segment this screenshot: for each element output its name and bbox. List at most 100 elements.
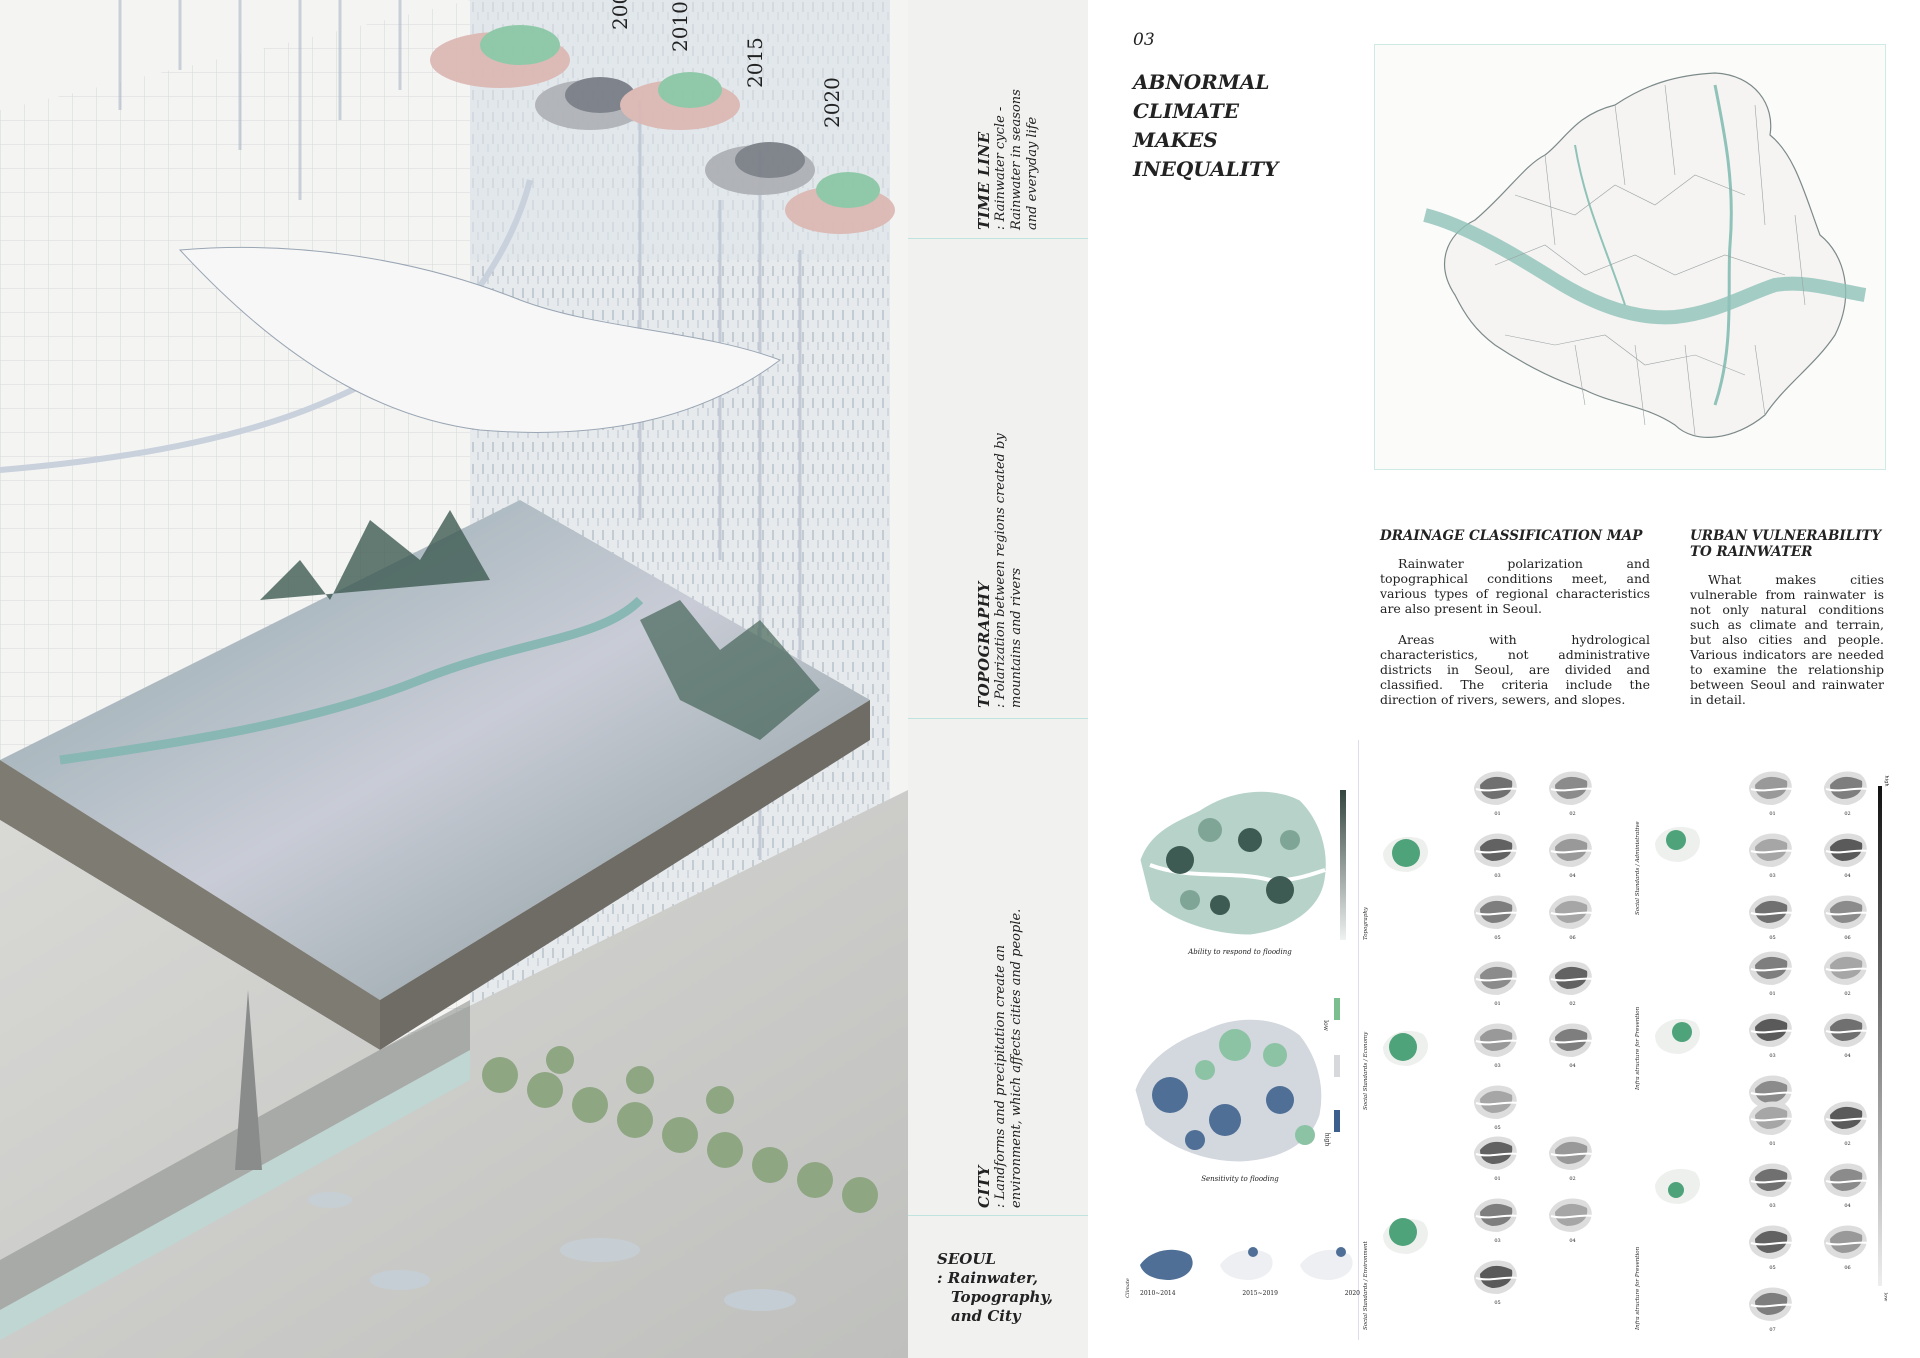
thumbnail-map xyxy=(1749,895,1794,929)
divider xyxy=(1358,740,1359,1340)
index-thumbnail: 04 xyxy=(1820,827,1875,879)
thumbnail-map xyxy=(1749,1287,1794,1321)
ability-map xyxy=(1139,790,1327,936)
group-label: Social Standards / Environment xyxy=(1363,1241,1369,1330)
vulnerability-paragraph: What makes cities vulnerable from rainwa… xyxy=(1690,572,1884,707)
climate-year: 2020 xyxy=(1344,1290,1360,1297)
climate-years: 2010~2014 2015~2019 2020 xyxy=(1140,1290,1360,1297)
index-thumbnail: 03 xyxy=(1470,1017,1525,1069)
index-thumbnail: 02 xyxy=(1820,945,1875,997)
thumbnail-map xyxy=(1824,951,1869,985)
index-thumbnail: 02 xyxy=(1545,765,1600,817)
thumbnail-number: 02 xyxy=(1569,811,1576,817)
thumbnail-number: 02 xyxy=(1569,1176,1576,1182)
thumbnail-map xyxy=(1749,771,1794,805)
thumbnail-number: 04 xyxy=(1569,873,1576,879)
thumbnail-number: 04 xyxy=(1569,1063,1576,1069)
thumbnail-map xyxy=(1549,1198,1594,1232)
thumbnail-number: 07 xyxy=(1769,1327,1776,1333)
seoul-title: SEOUL xyxy=(937,1250,996,1268)
thumbnail-map xyxy=(1749,1013,1794,1047)
legend-high: high xyxy=(1323,1132,1331,1147)
ability-scale xyxy=(1340,790,1346,940)
climate-year: 2015~2019 xyxy=(1242,1290,1278,1297)
index-thumbnail: 01 xyxy=(1470,955,1525,1007)
thumbnail-map xyxy=(1549,833,1594,867)
index-map-green xyxy=(1655,1018,1700,1054)
isometric-artwork xyxy=(0,0,908,1358)
index-thumbnail: 03 xyxy=(1470,1192,1525,1244)
thumbnail-number: 05 xyxy=(1769,1265,1776,1271)
thumbnail-map xyxy=(1549,961,1594,995)
thumbnail-number: 05 xyxy=(1769,935,1776,941)
climate-year: 2010~2014 xyxy=(1140,1290,1176,1297)
thumbnail-number: 06 xyxy=(1844,935,1851,941)
thumbnail-map xyxy=(1824,1013,1869,1047)
section-subtitle: mountains and rivers xyxy=(1009,567,1024,708)
thumbnail-map xyxy=(1474,833,1519,867)
page-number: 03 xyxy=(1133,30,1155,50)
index-thumbnail: 03 xyxy=(1470,827,1525,879)
thumbnail-number: 04 xyxy=(1844,1053,1851,1059)
year-label: 2005 xyxy=(608,0,632,30)
thumbnail-number: 06 xyxy=(1844,1265,1851,1271)
group-label: Social Standards / Economy xyxy=(1363,1031,1369,1110)
drainage-section: DRAINAGE CLASSIFICATION MAP Rainwater po… xyxy=(1380,528,1650,723)
year-label: 2010 xyxy=(668,1,692,52)
thumbnail-number: 03 xyxy=(1769,1053,1776,1059)
seoul-subtitle: and City xyxy=(951,1307,1021,1325)
thumbnail-map xyxy=(1749,833,1794,867)
seoul-subtitle: Topography, xyxy=(951,1288,1053,1306)
thumbnail-map xyxy=(1824,1225,1869,1259)
thumbnail-map xyxy=(1549,771,1594,805)
thumbnail-map xyxy=(1549,1023,1594,1057)
index-thumbnail: 04 xyxy=(1820,1007,1875,1059)
index-map-green xyxy=(1383,1218,1428,1254)
section-title: TIME LINE xyxy=(975,131,993,230)
thumbnail-number: 03 xyxy=(1494,1238,1501,1244)
thumbnail-map xyxy=(1824,833,1869,867)
thumbnail-map xyxy=(1474,1085,1519,1119)
index-thumbnail: 06 xyxy=(1820,889,1875,941)
index-thumbnail: 04 xyxy=(1820,1157,1875,1209)
thumbnail-map xyxy=(1749,1101,1794,1135)
thumbnail-number: 03 xyxy=(1769,873,1776,879)
thumbnail-number: 03 xyxy=(1769,1203,1776,1209)
sensitivity-map xyxy=(1134,1018,1323,1163)
group-label: Topography xyxy=(1363,907,1369,940)
section-subtitle: : Landforms and precipitation create an xyxy=(993,944,1008,1208)
index-map-green xyxy=(1655,826,1700,862)
thumbnail-map xyxy=(1549,1136,1594,1170)
thumbnail-number: 03 xyxy=(1494,1063,1501,1069)
index-thumbnail: 02 xyxy=(1545,955,1600,1007)
index-thumbnail: 07 xyxy=(1745,1281,1800,1333)
divider xyxy=(908,238,1088,239)
thumbnail-number: 04 xyxy=(1844,1203,1851,1209)
thumbnail-map xyxy=(1749,951,1794,985)
vulnerability-section: URBAN VULNERABILITY TO RAINWATER What ma… xyxy=(1690,528,1884,723)
thumbnail-number: 02 xyxy=(1569,1001,1576,1007)
thumbnail-map xyxy=(1549,895,1594,929)
legend-low: low xyxy=(1321,1020,1329,1031)
thumbnail-number: 01 xyxy=(1769,991,1776,997)
index-thumbnail: 02 xyxy=(1820,765,1875,817)
thumbnail-map xyxy=(1474,1198,1519,1232)
section-city: CITY : Landforms and precipitation creat… xyxy=(975,909,1025,1208)
year-label: 2015 xyxy=(743,37,767,88)
legend-high-swatch xyxy=(1334,1110,1340,1132)
group-label: Infra structure for Prevention xyxy=(1635,1246,1641,1330)
group-label: Social Standards / Administrative xyxy=(1635,821,1641,915)
thumbnail-map xyxy=(1749,1225,1794,1259)
drainage-map xyxy=(1374,44,1886,470)
thumbnail-number: 04 xyxy=(1844,873,1851,879)
index-map-green xyxy=(1383,1030,1428,1066)
index-thumbnail: 03 xyxy=(1745,1007,1800,1059)
section-subtitle: : Polarization between regions created b… xyxy=(993,433,1008,708)
title-line: CLIMATE xyxy=(1133,99,1240,123)
section-subtitle: : Rainwater cycle - xyxy=(993,106,1008,230)
climate-label: Climate xyxy=(1124,1278,1131,1298)
section-subtitle: Rainwater in seasons xyxy=(1009,89,1024,230)
index-thumbnail: 02 xyxy=(1545,1130,1600,1182)
index-thumbnail: 04 xyxy=(1545,1192,1600,1244)
